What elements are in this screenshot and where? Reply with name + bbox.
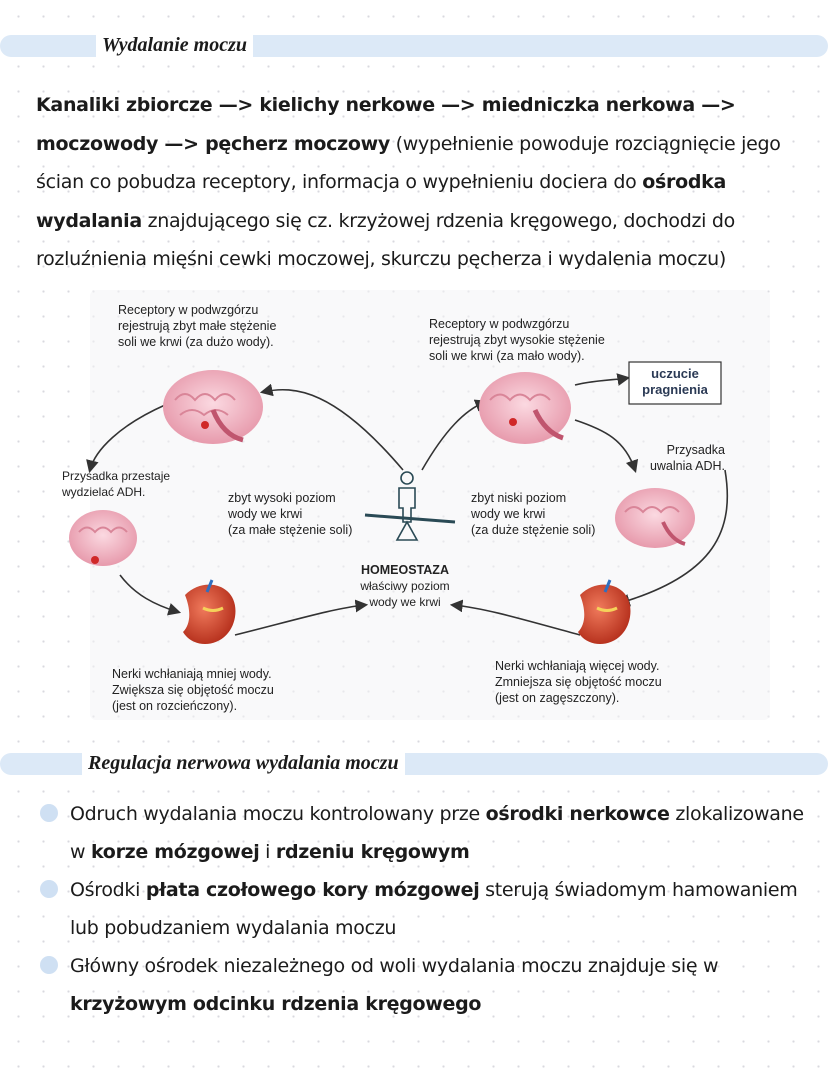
brain-pituitary-left-image [69, 510, 137, 566]
bullet-1-text-2: zlokalizowane w [70, 803, 804, 863]
bullet-item-1: Odruch wydalania moczu kontrolowany prze… [40, 795, 820, 871]
para-text-2: znajdującego się cz. krzyżowej rdzenia k… [36, 209, 735, 271]
thirst-box [628, 361, 722, 405]
person-icon [398, 471, 416, 523]
diagram-graphics [69, 290, 770, 720]
caption-low-water: zbyt niski poziom wody we krwi (za duże … [471, 491, 596, 537]
caption-kidney-left: Nerki wchłaniają mniej wody. Zwiększa si… [112, 667, 274, 713]
bullet-dot [40, 956, 58, 974]
bullet-dot [40, 880, 58, 898]
arrow-person-to-brain-left [259, 383, 404, 471]
bullet-3-bold-1: krzyżowym odcinku rdzenia kręgowego [70, 993, 482, 1015]
homeostasis-diagram: Receptory w podwzgórzu rejestrują zbyt m… [35, 290, 790, 752]
bullet-1-bold-1: ośrodki nerkowce [485, 803, 670, 825]
bullet-1-text-1: Odruch wydalania moczu kontrolowany prze [70, 803, 486, 825]
caption-high-water: zbyt wysoki poziom wody we krwi (za małe… [228, 491, 353, 537]
brain-left-image [163, 370, 263, 444]
para-text-1: (wypełnienie powoduje rozciągnięcie jego… [36, 132, 781, 194]
bullet-1-bold-2: korze mózgowej [90, 841, 260, 863]
bullet-1-bold-3: rdzeniu kręgowym [275, 841, 470, 863]
caption-pituitary-right: Przysadka uwalnia ADH. [649, 443, 725, 473]
balance-scale-icon [364, 513, 456, 541]
caption-receptors-left: Receptory w podwzgórzu rejestrują zbyt m… [118, 303, 277, 349]
section-title-wydalanie: Wydalanie moczu [96, 34, 254, 57]
arrow-kidney-to-homeostasis [234, 599, 369, 636]
arrow-pituitary-to-kidney-left [119, 574, 182, 616]
homeostasis-title: HOMEOSTAZA [361, 563, 449, 577]
bullet-2-bold-1: płata czołowego kory mózgowej [145, 879, 480, 901]
section-title-regulacja: Regulacja nerwowa wydalania moczu [82, 752, 405, 775]
caption-kidney-right: Nerki wchłaniają więcej wody. Zmniejsza … [495, 659, 662, 705]
arrow-brain-to-pituitary-left [86, 404, 166, 474]
arrow-kidney-right-to-homeostasis [449, 599, 581, 636]
bullet-1-text-3: i [259, 841, 276, 863]
arrow-brain-to-pituitary-right [574, 419, 639, 474]
caption-receptors-right: Receptory w podwzgórzu rejestrują zbyt w… [429, 317, 605, 363]
bullet-item-2: Ośrodki płata czołowego kory mózgowej st… [40, 871, 820, 947]
center-bold: ośrodka wydalania [36, 171, 727, 232]
caption-pituitary-left: Przysadka przestaje wydzielać ADH. [62, 469, 171, 499]
bullet-2-text-2: sterują świadomym hamowaniem lub pobudza… [70, 879, 798, 939]
kidney-right-image [578, 579, 631, 644]
arrow-brain-to-thirst [574, 373, 631, 386]
kidney-left-image [183, 579, 236, 644]
arrow-person-to-brain-right [421, 399, 488, 471]
arrow-pituitary-to-kidney-right [616, 469, 729, 607]
bullet-2-text-1: Ośrodki [70, 879, 146, 901]
brain-right-image [479, 372, 571, 444]
path-bold: Kanaliki zbiorcze —> kielichy nerkowe —>… [36, 94, 736, 155]
bullet-list: Odruch wydalania moczu kontrolowany prze… [40, 795, 820, 1023]
bullet-3-text-1: Główny ośrodek niezależnego od woli wyda… [70, 955, 719, 977]
main-paragraph: Kanaliki zbiorcze —> kielichy nerkowe —>… [36, 86, 796, 279]
bullet-dot [40, 804, 58, 822]
homeostasis-text: właściwy poziom wody we krwi [360, 579, 450, 609]
bullet-item-3: Główny ośrodek niezależnego od woli wyda… [40, 947, 820, 1023]
brain-pituitary-right-image [615, 488, 695, 548]
thirst-label: uczucie pragnienia [642, 366, 708, 397]
